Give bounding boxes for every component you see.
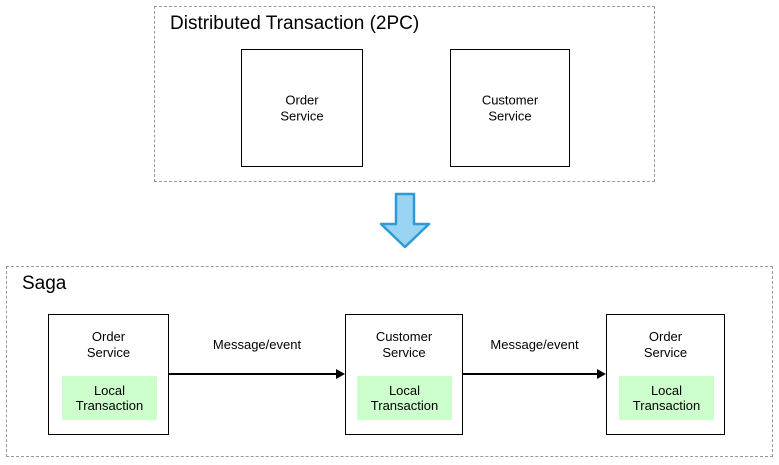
service-box-label: Order Service (643, 329, 688, 360)
group-saga (6, 266, 773, 457)
service-box-label: Customer Service (375, 329, 433, 360)
group-title-saga: Saga (22, 273, 67, 294)
arrow-head (597, 369, 606, 379)
local-transaction-chip: Local Transaction (619, 376, 714, 420)
edge-label-message-event-2: Message/event (490, 337, 579, 352)
down-arrow-icon (378, 192, 432, 250)
arrow-shaft (169, 373, 336, 375)
arrow-shaft (463, 373, 597, 375)
edge-label-message-event-1: Message/event (212, 337, 302, 352)
service-box-saga-step-1[interactable]: Order Service Local Transaction (48, 314, 169, 435)
flow-arrow-1 (169, 369, 345, 379)
flow-arrow-2 (463, 369, 606, 379)
group-distributed-transaction (154, 6, 655, 182)
service-box-saga-step-2[interactable]: Customer Service Local Transaction (345, 314, 463, 435)
local-transaction-chip: Local Transaction (357, 376, 452, 420)
service-box-saga-step-3[interactable]: Order Service Local Transaction (606, 314, 725, 435)
group-title-distributed-transaction: Distributed Transaction (2PC) (170, 13, 420, 34)
service-box-label: Customer Service (481, 92, 539, 124)
arrow-head (336, 369, 345, 379)
service-box-order-service-2pc[interactable]: Order Service (241, 49, 363, 167)
service-box-customer-service-2pc[interactable]: Customer Service (450, 49, 570, 167)
service-box-label: Order Service (280, 92, 324, 124)
service-box-label: Order Service (86, 329, 131, 360)
local-transaction-chip: Local Transaction (62, 376, 157, 420)
